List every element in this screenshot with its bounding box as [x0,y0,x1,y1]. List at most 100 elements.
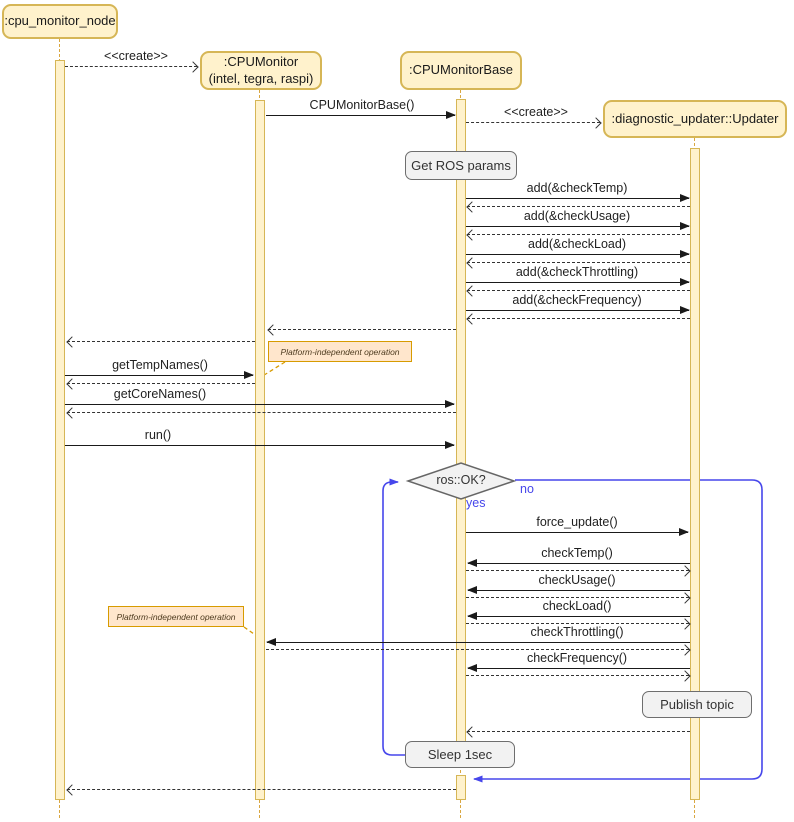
action-box-get-ros-params: Get ROS params [405,151,517,180]
arrowhead-solid [679,528,689,536]
message-line-<<create>> [466,122,600,123]
message-label: <<create>> [104,49,168,63]
message-line-add(&checkLoad) [466,254,689,255]
message-label: add(&checkTemp) [526,181,628,195]
arrowhead-solid [244,371,254,379]
message-line-return [467,206,690,207]
loop-back-arrow [382,478,405,756]
message-line-return [467,262,690,263]
arrowhead-solid [445,400,455,408]
message-label: checkThrottling() [530,625,624,639]
message-line-return [266,649,689,650]
message-line-return [466,597,689,598]
message-line-return [466,570,689,571]
arrowhead-open [590,117,602,129]
message-line-checkFrequency() [468,668,690,669]
participant-label: :CPUMonitor [223,53,299,69]
participant-label: :diagnostic_updater::Updater [611,110,779,126]
message-line-return [467,290,690,291]
arrowhead-solid [680,194,690,202]
message-line-return [67,341,255,342]
activation-bar-diagnostic-updater [690,148,700,800]
arrowhead-open [466,726,478,738]
message-line-return [268,329,456,330]
message-line-getCoreNames() [65,404,454,405]
note-platform-independent-2: Platform-independent operation [108,606,244,627]
arrowhead-solid [266,638,276,646]
message-label: checkLoad() [542,599,612,613]
arrowhead-open [66,378,78,390]
message-line-add(&checkFrequency) [466,310,689,311]
arrowhead-solid [467,586,477,594]
message-line-<<create>> [65,66,197,67]
branch-label-yes: yes [466,496,486,510]
arrowhead-solid [680,306,690,314]
arrowhead-open [66,336,78,348]
message-line-return [467,731,690,732]
arrowhead-open [187,61,199,73]
message-line-return [466,623,689,624]
activation-bar-cpu-monitor [255,100,265,800]
arrowhead-solid [445,441,455,449]
arrowhead-open [679,565,691,577]
message-label: checkTemp() [541,546,613,560]
participant-box-cpu-monitor-node: :cpu_monitor_node [2,4,118,39]
message-line-return [67,789,456,790]
message-line-CPUMonitorBase() [266,115,455,116]
message-label: checkUsage() [538,573,616,587]
message-label: checkFrequency() [526,651,628,665]
branch-label-no: no [520,482,534,496]
arrowhead-open [679,592,691,604]
arrowhead-open [466,285,478,297]
arrowhead-open [679,644,691,656]
participant-box-diagnostic-updater: :diagnostic_updater::Updater [603,100,787,138]
participant-label: :cpu_monitor_node [4,13,116,29]
message-line-add(&checkThrottling) [466,282,689,283]
message-line-checkThrottling() [267,642,690,643]
arrowhead-solid [680,222,690,230]
message-label: add(&checkFrequency) [512,293,642,307]
arrowhead-solid [446,111,456,119]
arrowhead-open [679,670,691,682]
note-platform-independent-1: Platform-independent operation [268,341,412,362]
message-line-checkTemp() [468,563,690,564]
message-label: run() [144,428,172,442]
arrowhead-open [466,257,478,269]
message-label: getTempNames() [112,358,208,372]
message-label: add(&checkThrottling) [515,265,639,279]
participant-box-cpu-monitor: :CPUMonitor(intel, tegra, raspi) [200,51,322,90]
participant-box-cpu-monitor-base: :CPUMonitorBase [400,51,522,90]
participant-label: :CPUMonitorBase [408,62,514,78]
message-line-checkUsage() [468,590,690,591]
arrowhead-open [466,313,478,325]
message-line-return [67,412,456,413]
message-label: add(&checkLoad) [528,237,626,251]
message-line-return [467,318,690,319]
arrowhead-open [66,407,78,419]
arrowhead-open [466,229,478,241]
message-label: <<create>> [504,105,568,119]
message-label: CPUMonitorBase() [309,98,415,112]
message-line-checkLoad() [468,616,690,617]
arrowhead-open [267,324,279,336]
arrowhead-solid [467,612,477,620]
activation-bar-cpu-monitor-node [55,60,65,800]
activation-bar-cpu-monitor-base [456,99,466,768]
message-label: force_update() [536,515,618,529]
action-box-sleep-1sec: Sleep 1sec [405,741,515,768]
arrowhead-open [466,201,478,213]
message-line-getTempNames() [65,375,253,376]
message-line-force_update() [466,532,688,533]
message-label: add(&checkUsage) [523,209,631,223]
arrowhead-solid [467,664,477,672]
activation-bar-cpu-monitor-base [456,775,466,800]
message-line-return [67,383,255,384]
message-label: getCoreNames() [113,387,207,401]
message-line-return [467,234,690,235]
message-line-add(&checkUsage) [466,226,689,227]
arrowhead-solid [680,278,690,286]
decision-label: ros::OK? [436,473,486,487]
participant-sublabel: (intel, tegra, raspi) [208,70,314,86]
message-line-return [466,675,689,676]
